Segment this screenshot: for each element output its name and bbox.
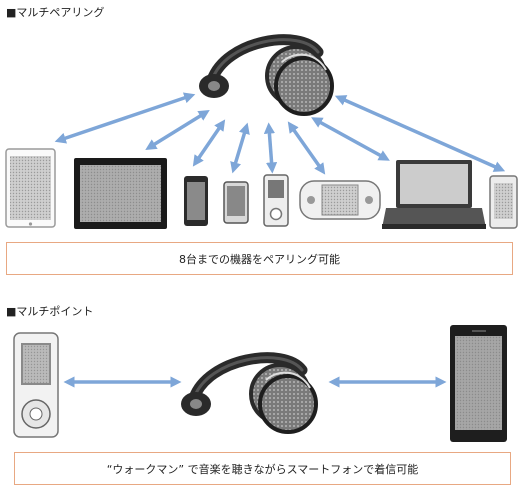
smartphone-icon-large bbox=[450, 325, 507, 442]
multipairing-heading: ■マルチペアリング bbox=[6, 6, 105, 19]
multipairing-caption: 8台までの機器をペアリング可能 bbox=[179, 252, 340, 266]
headphone-icon-bottom bbox=[181, 352, 318, 434]
walkman-icon-small bbox=[263, 174, 289, 227]
tablet-landscape-icon bbox=[74, 158, 167, 229]
game-console-icon bbox=[299, 180, 381, 220]
tablet-icon bbox=[5, 148, 56, 228]
laptop-icon bbox=[382, 160, 486, 229]
pairing-arrows bbox=[54, 92, 506, 175]
smartphone-icon-2 bbox=[223, 181, 249, 224]
multipoint-caption: “ウォークマン” で音楽を聴きながらスマートフォンで着信可能 bbox=[106, 462, 419, 476]
walkman-icon bbox=[13, 332, 59, 438]
multipoint-caption-box: “ウォークマン” で音楽を聴きながらスマートフォンで着信可能 bbox=[14, 452, 511, 485]
smartphone-icon-3 bbox=[489, 175, 518, 229]
multipoint-heading: ■マルチポイント bbox=[6, 305, 94, 318]
smartphone-icon-1 bbox=[184, 176, 208, 226]
headphone-icon-top bbox=[199, 34, 334, 116]
multipairing-caption-box: 8台までの機器をペアリング可能 bbox=[6, 242, 513, 275]
